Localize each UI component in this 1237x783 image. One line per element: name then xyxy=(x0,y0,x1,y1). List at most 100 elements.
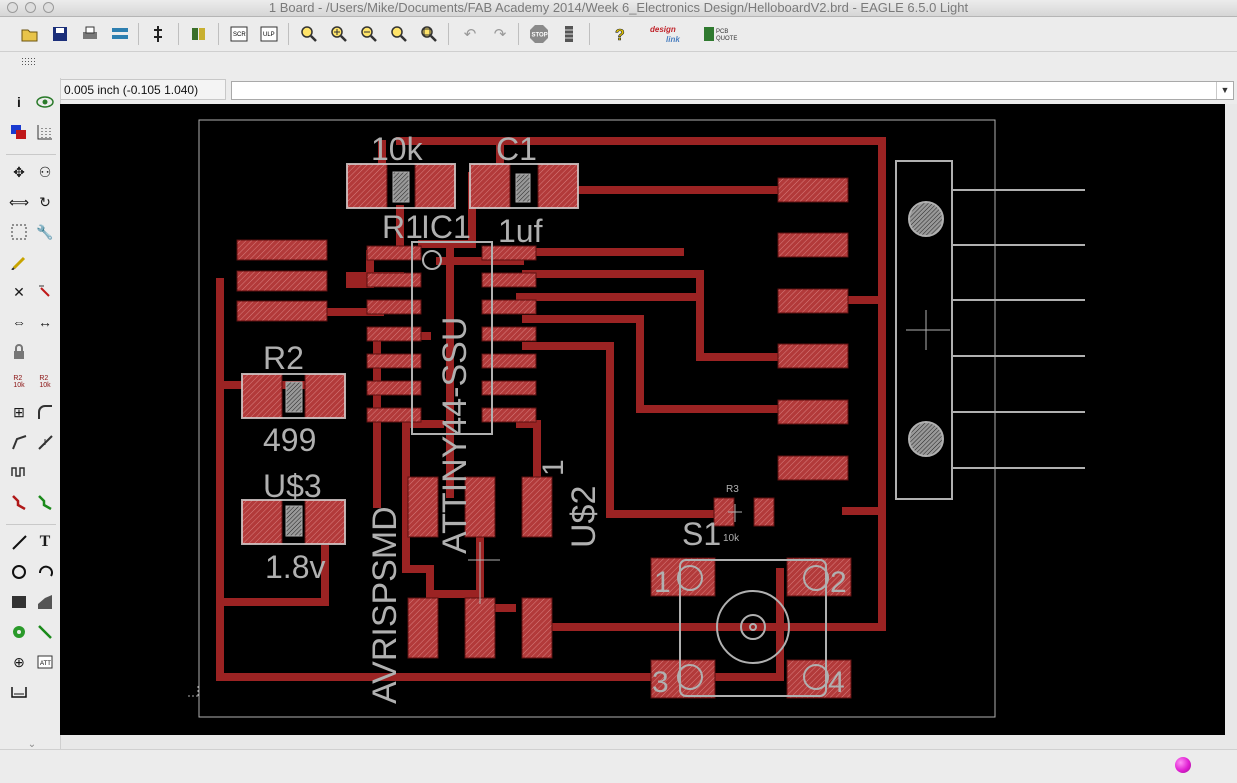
polygon-icon[interactable] xyxy=(33,590,57,614)
status-led-icon[interactable] xyxy=(1175,757,1191,773)
c1-name-label: C1 xyxy=(496,131,537,167)
r1-name-label: R1 xyxy=(382,209,423,245)
toolbar-separator xyxy=(138,23,139,45)
status-bar xyxy=(0,749,1237,783)
zoom-window-icon[interactable] xyxy=(43,2,54,13)
change-icon[interactable]: 🔧 xyxy=(36,223,54,240)
move-icon[interactable]: ✥ xyxy=(13,163,25,180)
origin-marker xyxy=(188,686,199,697)
copy-icon[interactable]: ⚇ xyxy=(38,163,52,180)
paste-icon[interactable] xyxy=(7,250,31,274)
chevron-down-icon[interactable]: ▼ xyxy=(1216,82,1233,99)
script-icon[interactable] xyxy=(146,22,170,46)
via-icon[interactable] xyxy=(7,620,31,644)
zoom-fit-icon[interactable] xyxy=(297,22,321,46)
stop-icon[interactable]: STOP xyxy=(527,22,551,46)
replace-icon[interactable]: ↔ xyxy=(38,314,52,330)
add-icon[interactable] xyxy=(33,280,57,304)
signal-icon[interactable] xyxy=(33,620,57,644)
smash-icon[interactable]: ⊞ xyxy=(13,403,25,420)
mirror-icon[interactable]: ⟺ xyxy=(8,193,30,210)
command-input[interactable]: ▼ xyxy=(231,81,1234,100)
zoom-select-icon[interactable] xyxy=(417,22,441,46)
redo-icon[interactable]: ↷ xyxy=(493,26,507,43)
text-icon[interactable]: T xyxy=(39,533,51,550)
info-icon[interactable]: i xyxy=(17,94,21,110)
cam-icon[interactable] xyxy=(108,22,132,46)
s1-pin4-label: 4 xyxy=(828,666,845,699)
window-title: 1 Board - /Users/Mike/Documents/FAB Acad… xyxy=(268,0,969,15)
silkscreen-text: 10k R1 C1 IC1 1uf ATTINY44-SSU R2 499 U$… xyxy=(263,131,847,704)
rotate-icon[interactable]: ↻ xyxy=(39,193,51,210)
expand-icon[interactable]: ⌄ xyxy=(27,738,37,750)
zoom-redraw-icon[interactable] xyxy=(387,22,411,46)
s1-name-label: S1 xyxy=(682,516,721,552)
ic1-name-label: IC1 xyxy=(421,209,471,245)
meander-icon[interactable] xyxy=(7,460,31,484)
undo-icon[interactable]: ↶ xyxy=(463,26,477,43)
group-icon[interactable] xyxy=(7,220,31,244)
grid-icon[interactable] xyxy=(33,120,57,144)
wire-icon[interactable] xyxy=(7,530,31,554)
toolbox-separator xyxy=(6,154,56,155)
u2-pin-label: 1 xyxy=(537,459,570,476)
pinswap-icon[interactable]: ⇔ xyxy=(12,314,26,330)
toolbox-separator xyxy=(6,524,56,525)
r3-name-label: R3 xyxy=(726,484,739,495)
lock-icon[interactable] xyxy=(7,340,31,364)
board-canvas[interactable]: 10k R1 C1 IC1 1uf ATTINY44-SSU R2 499 U$… xyxy=(60,104,1225,735)
circle-icon[interactable] xyxy=(7,560,31,584)
optimize-icon[interactable] xyxy=(33,430,57,454)
parameter-toolbar xyxy=(0,52,1237,79)
svg-text:STOP: STOP xyxy=(532,33,548,39)
svg-text:link: link xyxy=(666,35,680,44)
toolbar-separator xyxy=(218,23,219,45)
zoom-in-icon[interactable] xyxy=(327,22,351,46)
book-icon[interactable] xyxy=(187,22,211,46)
title-bar: 1 Board - /Users/Mike/Documents/FAB Acad… xyxy=(0,0,1237,17)
delete-icon[interactable]: ✕ xyxy=(13,283,25,300)
route-icon[interactable] xyxy=(7,490,31,514)
show-icon[interactable] xyxy=(33,90,57,114)
ripup-icon[interactable] xyxy=(33,490,57,514)
toolbar-separator xyxy=(288,23,289,45)
svg-text:QUOTE: QUOTE xyxy=(716,36,737,42)
arc-icon[interactable] xyxy=(33,560,57,584)
close-window-icon[interactable] xyxy=(7,2,18,13)
scr-icon[interactable]: SCR xyxy=(227,22,251,46)
minimize-window-icon[interactable] xyxy=(25,2,36,13)
command-row: 0.005 inch (-0.105 1.040) ▼ xyxy=(0,78,1237,104)
zoom-out-icon[interactable] xyxy=(357,22,381,46)
drc-icon[interactable] xyxy=(557,22,581,46)
help-icon[interactable]: ? xyxy=(608,22,632,46)
ulp-icon[interactable]: ULP xyxy=(257,22,281,46)
save-icon[interactable] xyxy=(48,22,72,46)
u2-name-label: U$2 xyxy=(565,486,603,548)
print-icon[interactable] xyxy=(78,22,102,46)
miter-icon[interactable] xyxy=(33,400,57,424)
attribute-icon[interactable]: ATT xyxy=(33,650,57,674)
smd-pads xyxy=(236,163,852,699)
grid-dots-icon[interactable] xyxy=(20,56,38,70)
r2-value-label: 499 xyxy=(263,422,316,458)
toolbar-separator xyxy=(589,23,590,45)
hole-icon[interactable]: ⊕ xyxy=(13,653,25,670)
s1-pin1-label: 1 xyxy=(654,566,671,599)
display-icon[interactable] xyxy=(7,120,31,144)
split-icon[interactable] xyxy=(7,430,31,454)
rect-icon[interactable] xyxy=(7,590,31,614)
svg-text:ATT: ATT xyxy=(40,661,51,667)
component-bodies xyxy=(285,171,531,537)
c1-value-label: 1uf xyxy=(498,213,543,249)
svg-text:SCR: SCR xyxy=(233,32,246,38)
dimension-icon[interactable] xyxy=(7,680,31,704)
svg-text:PCB: PCB xyxy=(716,29,728,35)
open-icon[interactable] xyxy=(18,22,42,46)
toolbar-separator xyxy=(518,23,519,45)
